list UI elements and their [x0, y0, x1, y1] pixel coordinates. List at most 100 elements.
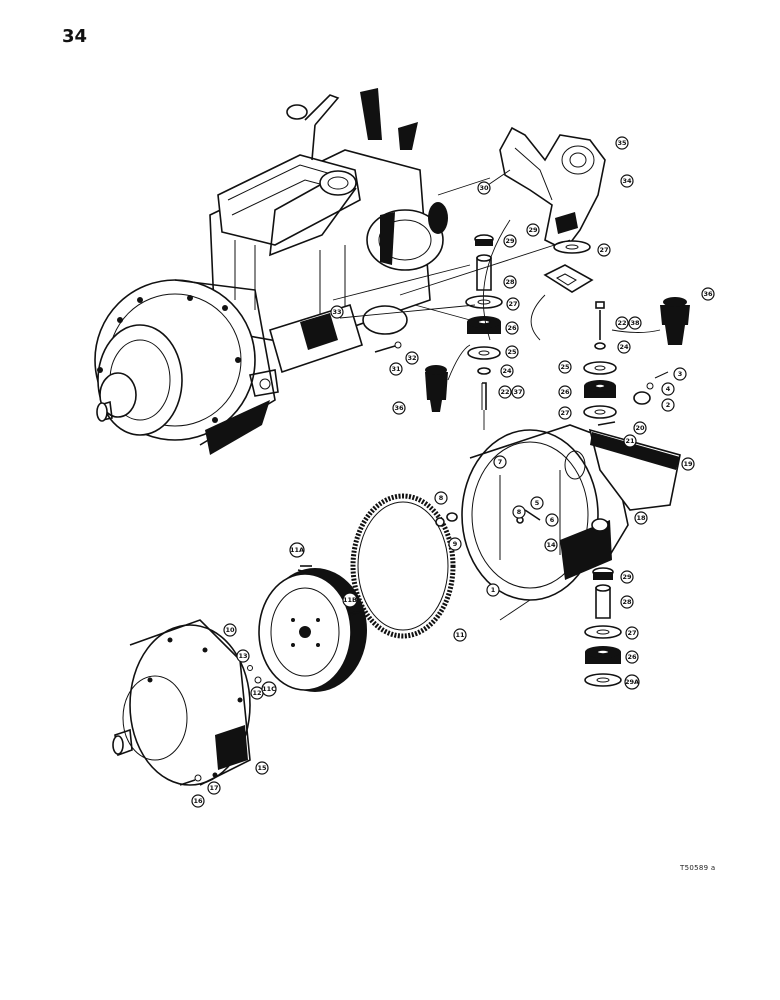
- svg-text:22: 22: [500, 388, 509, 396]
- callout-5: 5: [530, 496, 544, 510]
- svg-text:27: 27: [599, 246, 608, 254]
- callout-16: 16: [191, 794, 205, 808]
- callout-4: 4: [661, 382, 675, 396]
- svg-text:22: 22: [617, 319, 626, 327]
- callout-11a: 11A: [289, 542, 305, 558]
- callout-29a: 29: [503, 234, 517, 248]
- svg-text:12: 12: [252, 689, 261, 697]
- callout-31: 31: [389, 362, 403, 376]
- svg-text:9: 9: [453, 540, 458, 548]
- svg-text:19: 19: [683, 460, 693, 468]
- callout-22b: 22: [615, 316, 629, 330]
- svg-text:1: 1: [491, 586, 496, 594]
- svg-text:7: 7: [498, 458, 503, 466]
- callout-28a: 28: [503, 275, 517, 289]
- callout-21: 21: [623, 434, 637, 448]
- callout-25b: 25: [558, 360, 572, 374]
- engine-assembly: [94, 88, 448, 455]
- callout-33: 33: [330, 305, 344, 319]
- callout-9: 9: [448, 537, 462, 551]
- callout-37: 37: [511, 385, 525, 399]
- callout-14: 14: [544, 538, 558, 552]
- callout-11: 11: [453, 628, 467, 642]
- callout-17: 17: [207, 781, 221, 795]
- callout-19: 19: [681, 457, 695, 471]
- svg-text:25: 25: [507, 348, 517, 356]
- svg-text:27: 27: [560, 409, 569, 417]
- svg-text:21: 21: [625, 437, 635, 445]
- callout-13: 13: [236, 649, 250, 663]
- svg-text:10: 10: [225, 626, 235, 634]
- svg-text:15: 15: [257, 764, 267, 772]
- callout-11c: 11C: [261, 681, 277, 697]
- svg-text:27: 27: [627, 629, 636, 637]
- svg-text:11B: 11B: [343, 596, 357, 604]
- flywheel: [258, 568, 367, 692]
- svg-text:28: 28: [505, 278, 515, 286]
- svg-text:3: 3: [678, 370, 683, 378]
- svg-text:17: 17: [209, 784, 218, 792]
- callout-29b: 29: [526, 223, 540, 237]
- svg-text:35: 35: [617, 139, 627, 147]
- svg-text:8: 8: [439, 494, 444, 502]
- svg-text:29: 29: [622, 573, 632, 581]
- svg-text:32: 32: [407, 354, 416, 362]
- svg-text:6: 6: [550, 516, 555, 524]
- front-housing: [112, 619, 251, 786]
- svg-text:34: 34: [622, 177, 632, 185]
- page-number: 34: [62, 26, 88, 47]
- svg-text:29A: 29A: [625, 678, 639, 686]
- svg-text:29: 29: [528, 226, 538, 234]
- svg-text:29: 29: [505, 237, 515, 245]
- svg-text:11: 11: [455, 631, 465, 639]
- callout-15: 15: [255, 761, 269, 775]
- callout-10: 10: [223, 623, 237, 637]
- svg-text:14: 14: [546, 541, 556, 549]
- callout-29c: 29: [620, 570, 634, 584]
- svg-text:2: 2: [666, 401, 671, 409]
- svg-text:18: 18: [636, 514, 646, 522]
- svg-text:36: 36: [394, 404, 404, 412]
- flywheel-housing: [461, 424, 681, 601]
- left-plug-and-bolt: [374, 341, 448, 412]
- callout-26a: 26: [505, 321, 519, 335]
- callout-27a: 27: [597, 243, 611, 257]
- callout-32: 32: [405, 351, 419, 365]
- svg-text:37: 37: [513, 388, 522, 396]
- svg-text:24: 24: [619, 343, 629, 351]
- callout-8b: 8: [512, 505, 526, 519]
- callout-36a: 36: [392, 401, 406, 415]
- callout-24b: 24: [617, 340, 631, 354]
- callout-25a: 25: [505, 345, 519, 359]
- callout-8a: 8: [434, 491, 448, 505]
- svg-text:20: 20: [635, 424, 645, 432]
- svg-text:26: 26: [560, 388, 570, 396]
- right-mount-stack: [543, 212, 690, 419]
- callout-34: 34: [620, 174, 634, 188]
- svg-text:11C: 11C: [262, 685, 276, 693]
- callout-18: 18: [634, 511, 648, 525]
- ring-gear: [350, 493, 456, 639]
- callout-35: 35: [615, 136, 629, 150]
- callout-28b: 28: [620, 595, 634, 609]
- svg-text:36: 36: [703, 290, 713, 298]
- svg-text:16: 16: [193, 797, 203, 805]
- callout-3: 3: [673, 367, 687, 381]
- callouts: 35 34 30 29 28 29 27 27 26 25 24 22 37 3…: [191, 136, 715, 808]
- figure-code: T50589 a: [680, 864, 716, 872]
- leader-lines: [332, 169, 661, 621]
- callout-6: 6: [545, 513, 559, 527]
- svg-text:25: 25: [560, 363, 570, 371]
- svg-text:26: 26: [507, 324, 517, 332]
- callout-22a: 22: [498, 385, 512, 399]
- callout-24a: 24: [500, 364, 514, 378]
- callout-27b: 27: [506, 297, 520, 311]
- svg-text:38: 38: [630, 319, 640, 327]
- svg-text:24: 24: [502, 367, 512, 375]
- lower-mount-stack: [584, 567, 622, 687]
- callout-38: 38: [628, 316, 642, 330]
- callout-26c: 26: [625, 650, 639, 664]
- callout-27d: 27: [625, 626, 639, 640]
- callout-36b: 36: [701, 287, 715, 301]
